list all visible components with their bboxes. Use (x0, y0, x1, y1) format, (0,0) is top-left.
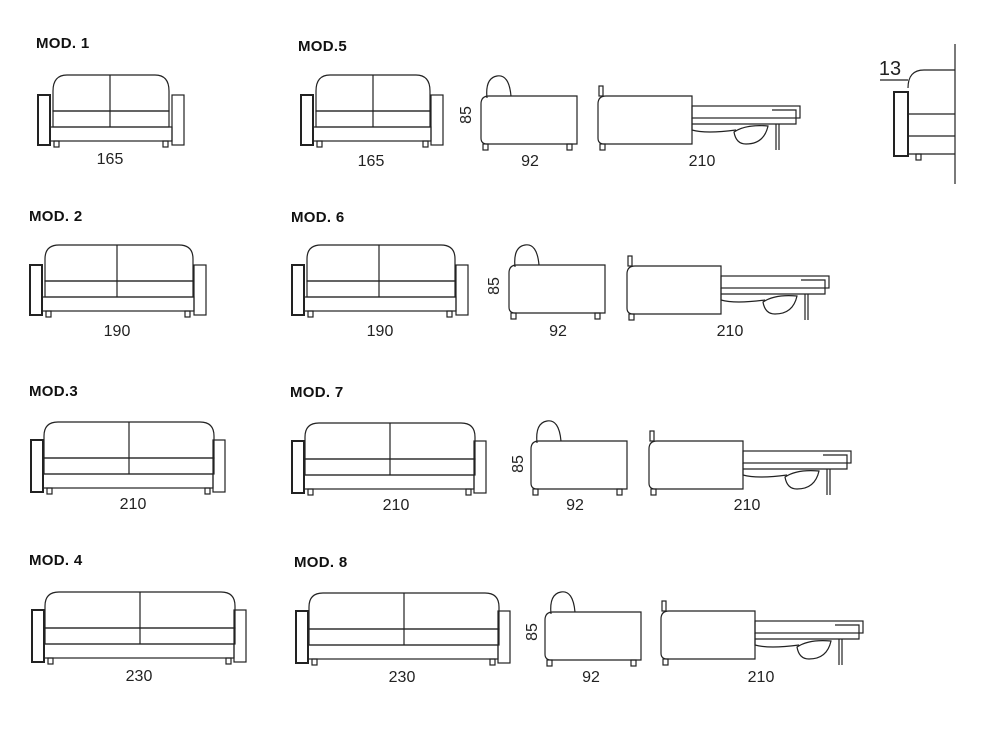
sofa-front-view (31, 591, 247, 665)
width-dimension: 165 (96, 151, 124, 168)
open-length-dimension: 210 (733, 497, 761, 514)
sofa-front-view (300, 74, 444, 148)
open-length-dimension: 210 (716, 323, 744, 340)
sofa-side-view (530, 420, 628, 496)
sofa-side-view (480, 75, 578, 151)
sofa-front-view (291, 244, 469, 318)
sofa-bed-open-view (597, 85, 801, 151)
width-dimension: 190 (366, 323, 394, 340)
model-label: MOD.3 (29, 383, 79, 400)
arm-width-dimension: 13 (878, 58, 902, 80)
width-dimension: 210 (119, 496, 147, 513)
width-dimension: 165 (357, 153, 385, 170)
model-label: MOD. 2 (29, 208, 83, 225)
arm-detail-view (880, 44, 956, 184)
model-label: MOD. 8 (294, 554, 348, 571)
model-label: MOD. 1 (36, 35, 90, 52)
sofa-side-view (508, 244, 606, 320)
height-dimension: 85 (523, 623, 541, 641)
open-length-dimension: 210 (688, 153, 716, 170)
depth-dimension: 92 (521, 153, 539, 170)
width-dimension: 210 (382, 497, 410, 514)
sofa-front-view (295, 592, 511, 666)
sofa-front-view (29, 244, 207, 318)
sofa-bed-open-view (648, 430, 852, 496)
model-label: MOD.5 (298, 38, 348, 55)
width-dimension: 230 (388, 669, 416, 686)
model-label: MOD. 6 (291, 209, 345, 226)
open-length-dimension: 210 (747, 669, 775, 686)
sofa-bed-open-view (660, 600, 864, 666)
depth-dimension: 92 (549, 323, 567, 340)
sofa-bed-open-view (626, 255, 830, 321)
sofa-side-view (544, 591, 642, 667)
sofa-front-view (37, 74, 185, 148)
model-label: MOD. 4 (29, 552, 83, 569)
sofa-front-view (30, 421, 226, 495)
model-label: MOD. 7 (290, 384, 344, 401)
depth-dimension: 92 (566, 497, 584, 514)
depth-dimension: 92 (582, 669, 600, 686)
width-dimension: 190 (103, 323, 131, 340)
width-dimension: 230 (125, 668, 153, 685)
height-dimension: 85 (457, 106, 475, 124)
height-dimension: 85 (509, 455, 527, 473)
height-dimension: 85 (485, 277, 503, 295)
sofa-front-view (291, 422, 487, 496)
